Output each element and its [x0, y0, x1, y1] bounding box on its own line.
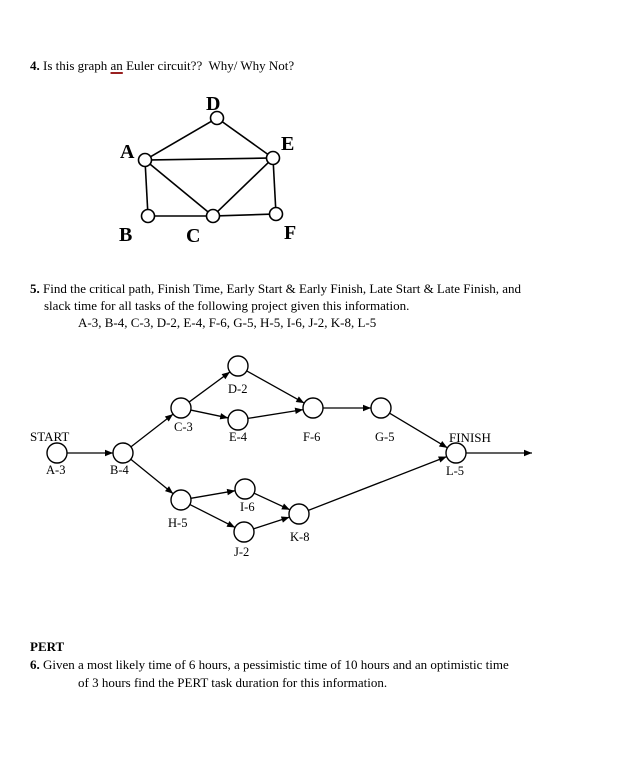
question-4-underlined-word: an [110, 58, 123, 73]
arrowhead-C-E [219, 413, 229, 420]
arrowhead-B-C [164, 414, 174, 422]
edge-G-FINISH [389, 412, 448, 449]
question-6-line1: Given a most likely time of 6 hours, a p… [39, 657, 509, 672]
question-5-number: 5. [30, 281, 40, 296]
diagram-label-F: F [284, 222, 296, 244]
arrowhead-I-K [281, 503, 290, 510]
edge-A-B [144, 166, 149, 210]
diagram-label-FINISH: FINISH [449, 430, 491, 445]
node-G [370, 397, 392, 419]
question-5-task-list: A-3, B-4, C-3, D-2, E-4, F-6, G-5, H-5, … [78, 315, 377, 330]
pert-network-diagram: START FINISH A-3 B-4 C-3 D-2E-4 F-6 G-5L-5H-5 I-… [30, 355, 532, 559]
pert-heading: PERT [30, 639, 65, 654]
edge-D-F [246, 370, 305, 404]
arrowhead-FINISH-EXIT [524, 449, 532, 457]
node-START [46, 442, 68, 464]
question-5-text-line2: slack time for all tasks of the followin… [44, 298, 410, 313]
edge-A-D [150, 120, 212, 158]
arrowhead-H-I [226, 488, 236, 496]
edge-B-H [130, 458, 174, 495]
diagram-label-L-5: L-5 [446, 464, 464, 478]
diagram-label-A: A [120, 141, 135, 163]
question-5-line1: Find the critical path, Finish Time, Ear… [39, 281, 522, 296]
diagram-label-F-6: F-6 [303, 430, 320, 444]
node-B [112, 442, 134, 464]
edge-C-F [219, 213, 270, 217]
arrowhead-B-H [165, 486, 174, 494]
arrowhead-J-K [280, 516, 290, 523]
diagram-label-D-2: D-2 [228, 382, 247, 396]
arrowhead-C-D [221, 371, 230, 380]
edge-C-D [188, 371, 231, 403]
arrowhead-E-F [294, 407, 304, 415]
arrowhead-G-FINISH [438, 440, 448, 448]
edge-E-F [272, 164, 277, 208]
node-I [234, 478, 256, 500]
edge-B-C [130, 413, 174, 448]
edge-A-C [149, 163, 209, 213]
question-4-number: 4. [30, 58, 40, 73]
arrowhead-H-J [226, 520, 236, 528]
diagram-label-H-5: H-5 [168, 516, 187, 530]
question-4-text-after: Euler circuit?? Why/ Why Not? [122, 58, 295, 73]
node-D [209, 110, 225, 126]
node-D [227, 355, 249, 377]
diagram-label-E-4: E-4 [229, 430, 248, 444]
question-4-text-before: Is this graph [39, 58, 111, 73]
node-FINISH [445, 442, 467, 464]
diagram-label-B: B [119, 224, 132, 246]
diagram-label-A-3: A-3 [46, 463, 65, 477]
diagram-label-START: START [30, 429, 69, 444]
question-5-text-line1: 5. Find the critical path, Finish Time, … [30, 281, 521, 297]
arrowhead-START-B [105, 449, 113, 457]
arrowhead-D-F [295, 396, 305, 404]
edge-A-E [151, 157, 267, 161]
node-J [233, 521, 255, 543]
diagram-label-C: C [186, 225, 200, 247]
node-A [137, 152, 153, 168]
node-K [288, 503, 310, 525]
edge-E-C [217, 161, 269, 213]
arrowhead-K-FINISH [438, 456, 447, 463]
edge-K-FINISH [308, 456, 447, 511]
question-4-text: 4. Is this graph an Euler circuit?? Why/… [30, 58, 294, 74]
diagram-label-C-3: C-3 [174, 420, 193, 434]
diagram-label-G-5: G-5 [375, 430, 394, 444]
edge-D-E [221, 121, 269, 155]
diagram-label-I-6: I-6 [240, 500, 255, 514]
question-6-number: 6. [30, 657, 40, 672]
node-C [170, 397, 192, 419]
diagram-label-K-8: K-8 [290, 530, 309, 544]
question-6-text-line2: of 3 hours find the PERT task duration f… [78, 675, 388, 690]
node-E [227, 409, 249, 431]
diagram-label-J-2: J-2 [234, 545, 249, 559]
node-B [140, 208, 156, 224]
diagram-label-B-4: B-4 [110, 463, 130, 477]
question-6-text-line1: 6. Given a most likely time of 6 hours, … [30, 657, 509, 673]
node-H [170, 489, 192, 511]
diagram-label-D: D [206, 93, 220, 115]
node-F [268, 206, 284, 222]
edge-E-F [247, 408, 304, 420]
edge-H-J [189, 503, 236, 529]
arrowhead-F-G [363, 404, 371, 412]
node-C [205, 208, 221, 224]
node-F [302, 397, 324, 419]
diagram-label-E: E [281, 133, 294, 155]
node-E [265, 150, 281, 166]
euler-graph-diagram: A B C D E F [119, 93, 296, 247]
